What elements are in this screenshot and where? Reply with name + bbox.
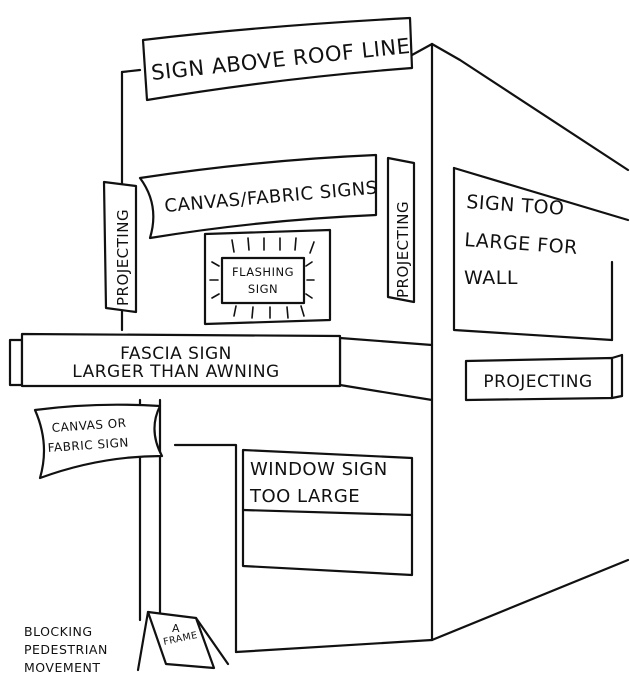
window-label-line2: TOO LARGE <box>249 486 360 507</box>
blocking-label-line2: PEDESTRIAN <box>24 642 108 657</box>
wall-label-line1: SIGN TOO <box>466 191 565 220</box>
canvas-signs-banner: CANVAS/FABRIC SIGNS <box>138 153 378 240</box>
flash-rays <box>209 237 315 319</box>
fascia-label-line1: FASCIA SIGN <box>120 344 232 364</box>
canvas-fabric-label-line1: CANVAS OR <box>51 416 127 435</box>
side-projecting-sign: PROJECTING <box>464 353 624 402</box>
flashing-label-line2: SIGN <box>248 282 278 296</box>
blocking-label-line1: BLOCKING <box>24 624 93 639</box>
canvas-fabric-label-line2: FABRIC SIGN <box>47 435 129 455</box>
blocking-label-line3: MOVEMENT <box>24 660 101 675</box>
side-projecting-label: PROJECTING <box>483 372 592 392</box>
aframe-label-line1: A <box>172 622 180 635</box>
wall-label-line2: LARGE FOR <box>464 229 579 259</box>
blocking-caption: BLOCKING PEDESTRIAN MOVEMENT <box>24 624 108 675</box>
window-sign: WINDOW SIGN TOO LARGE <box>241 448 414 577</box>
fascia-sign: FASCIA SIGN LARGER THAN AWNING <box>8 332 342 388</box>
roof-sign: SIGN ABOVE ROOF LINE <box>141 16 414 102</box>
projecting-sign-right: PROJECTING <box>386 156 416 304</box>
canvas-fabric-sign: CANVAS OR FABRIC SIGN <box>33 403 164 480</box>
projecting-sign-left: PROJECTING <box>102 180 138 314</box>
flashing-label-line1: FLASHING <box>232 265 294 279</box>
projecting-left-label: PROJECTING <box>114 209 132 306</box>
fascia-label-line2: LARGER THAN AWNING <box>72 362 279 382</box>
window-label-line1: WINDOW SIGN <box>250 459 388 480</box>
wall-label-line3: WALL <box>464 267 518 289</box>
a-frame-sign: A FRAME <box>136 610 230 672</box>
projecting-right-label: PROJECTING <box>394 201 412 298</box>
wall-sign: SIGN TOO LARGE FOR WALL <box>452 166 630 342</box>
flashing-sign: FLASHING SIGN <box>203 228 332 326</box>
